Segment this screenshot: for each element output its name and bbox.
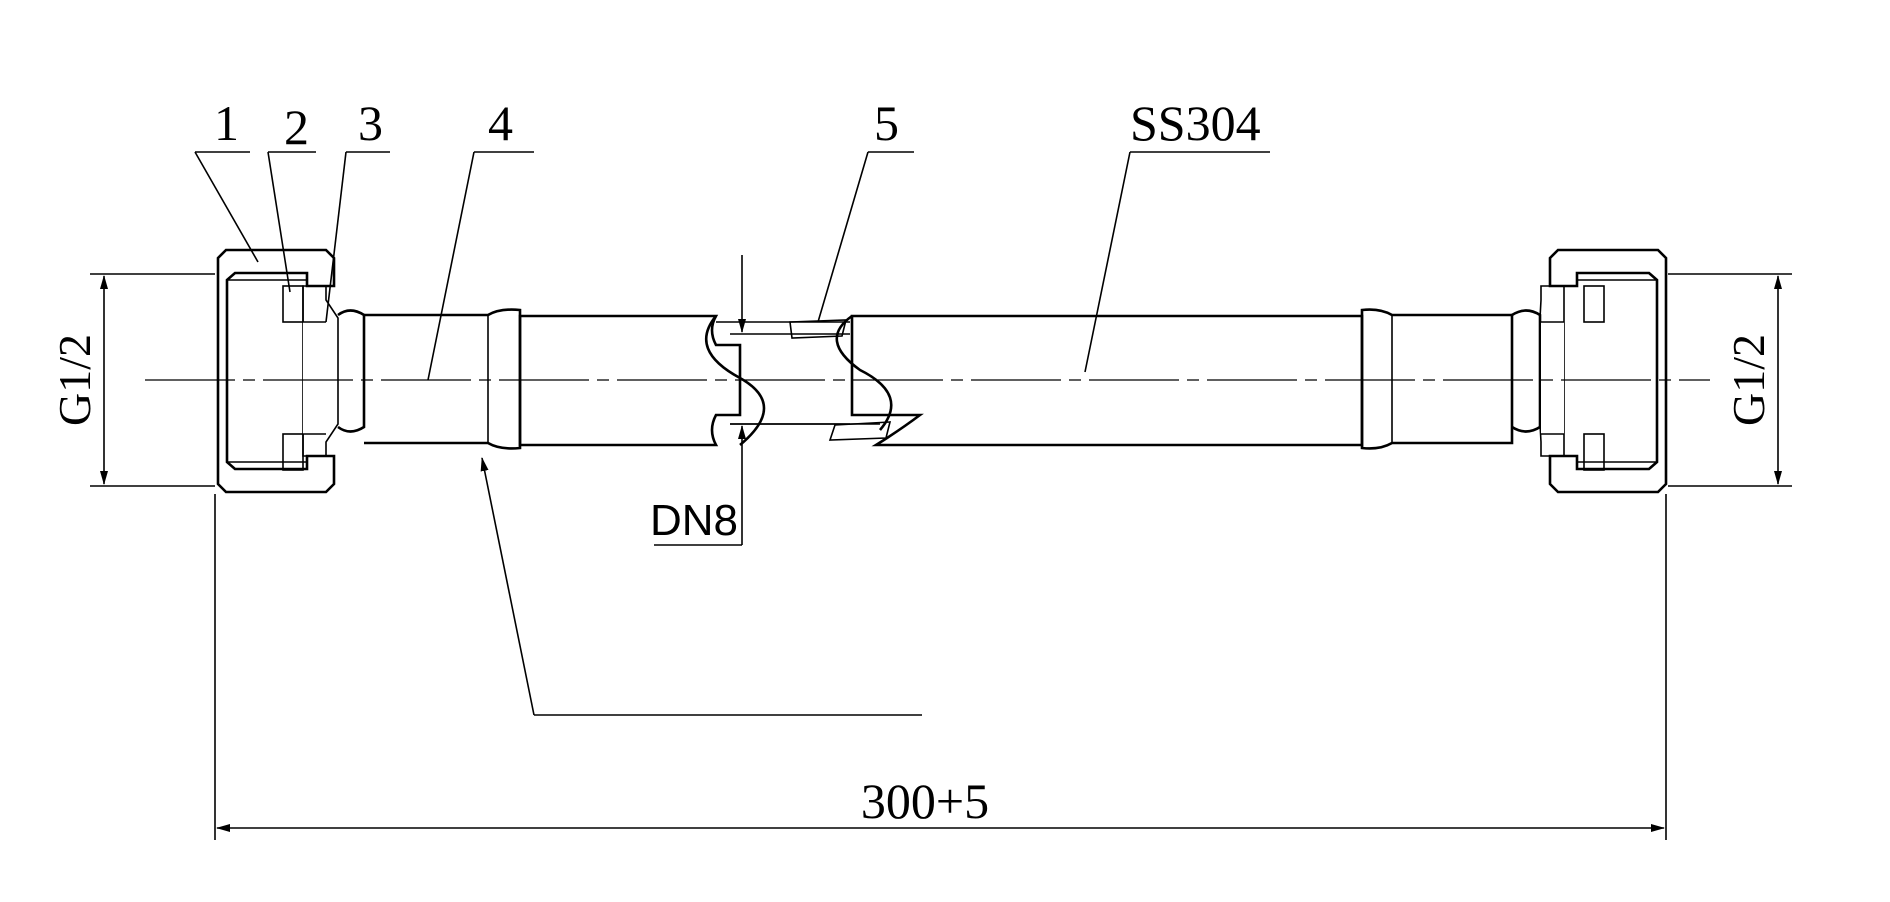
callout-part-2: 2 <box>284 99 309 155</box>
right-fitting <box>1539 285 1565 457</box>
thread-size-right: G1/2 <box>1723 334 1774 426</box>
thread-size-left: G1/2 <box>49 334 100 426</box>
nominal-diameter-label: DN8 <box>650 496 738 545</box>
hose-break-cut <box>705 314 893 446</box>
overall-length-dimension <box>214 494 1667 840</box>
braided-hose-left-section <box>518 314 742 447</box>
callout-part-5: 5 <box>874 95 899 151</box>
left-fitting <box>302 285 339 457</box>
nominal-diameter-dimension <box>654 255 850 546</box>
left-thread-dimension <box>90 273 215 487</box>
overall-length-label: 300+5 <box>861 773 989 829</box>
right-thread-dimension <box>1668 273 1792 487</box>
callout-part-1: 1 <box>214 95 239 151</box>
callout-material: SS304 <box>1130 95 1261 151</box>
callout-leaders <box>194 151 1270 716</box>
right-nut <box>1548 248 1668 494</box>
left-gasket <box>282 285 304 471</box>
right-gasket <box>1583 285 1605 471</box>
braided-hose-right-section <box>850 314 1364 447</box>
right-ferrule <box>1360 308 1542 450</box>
callout-part-3: 3 <box>358 95 383 151</box>
callout-part-4: 4 <box>488 95 513 151</box>
